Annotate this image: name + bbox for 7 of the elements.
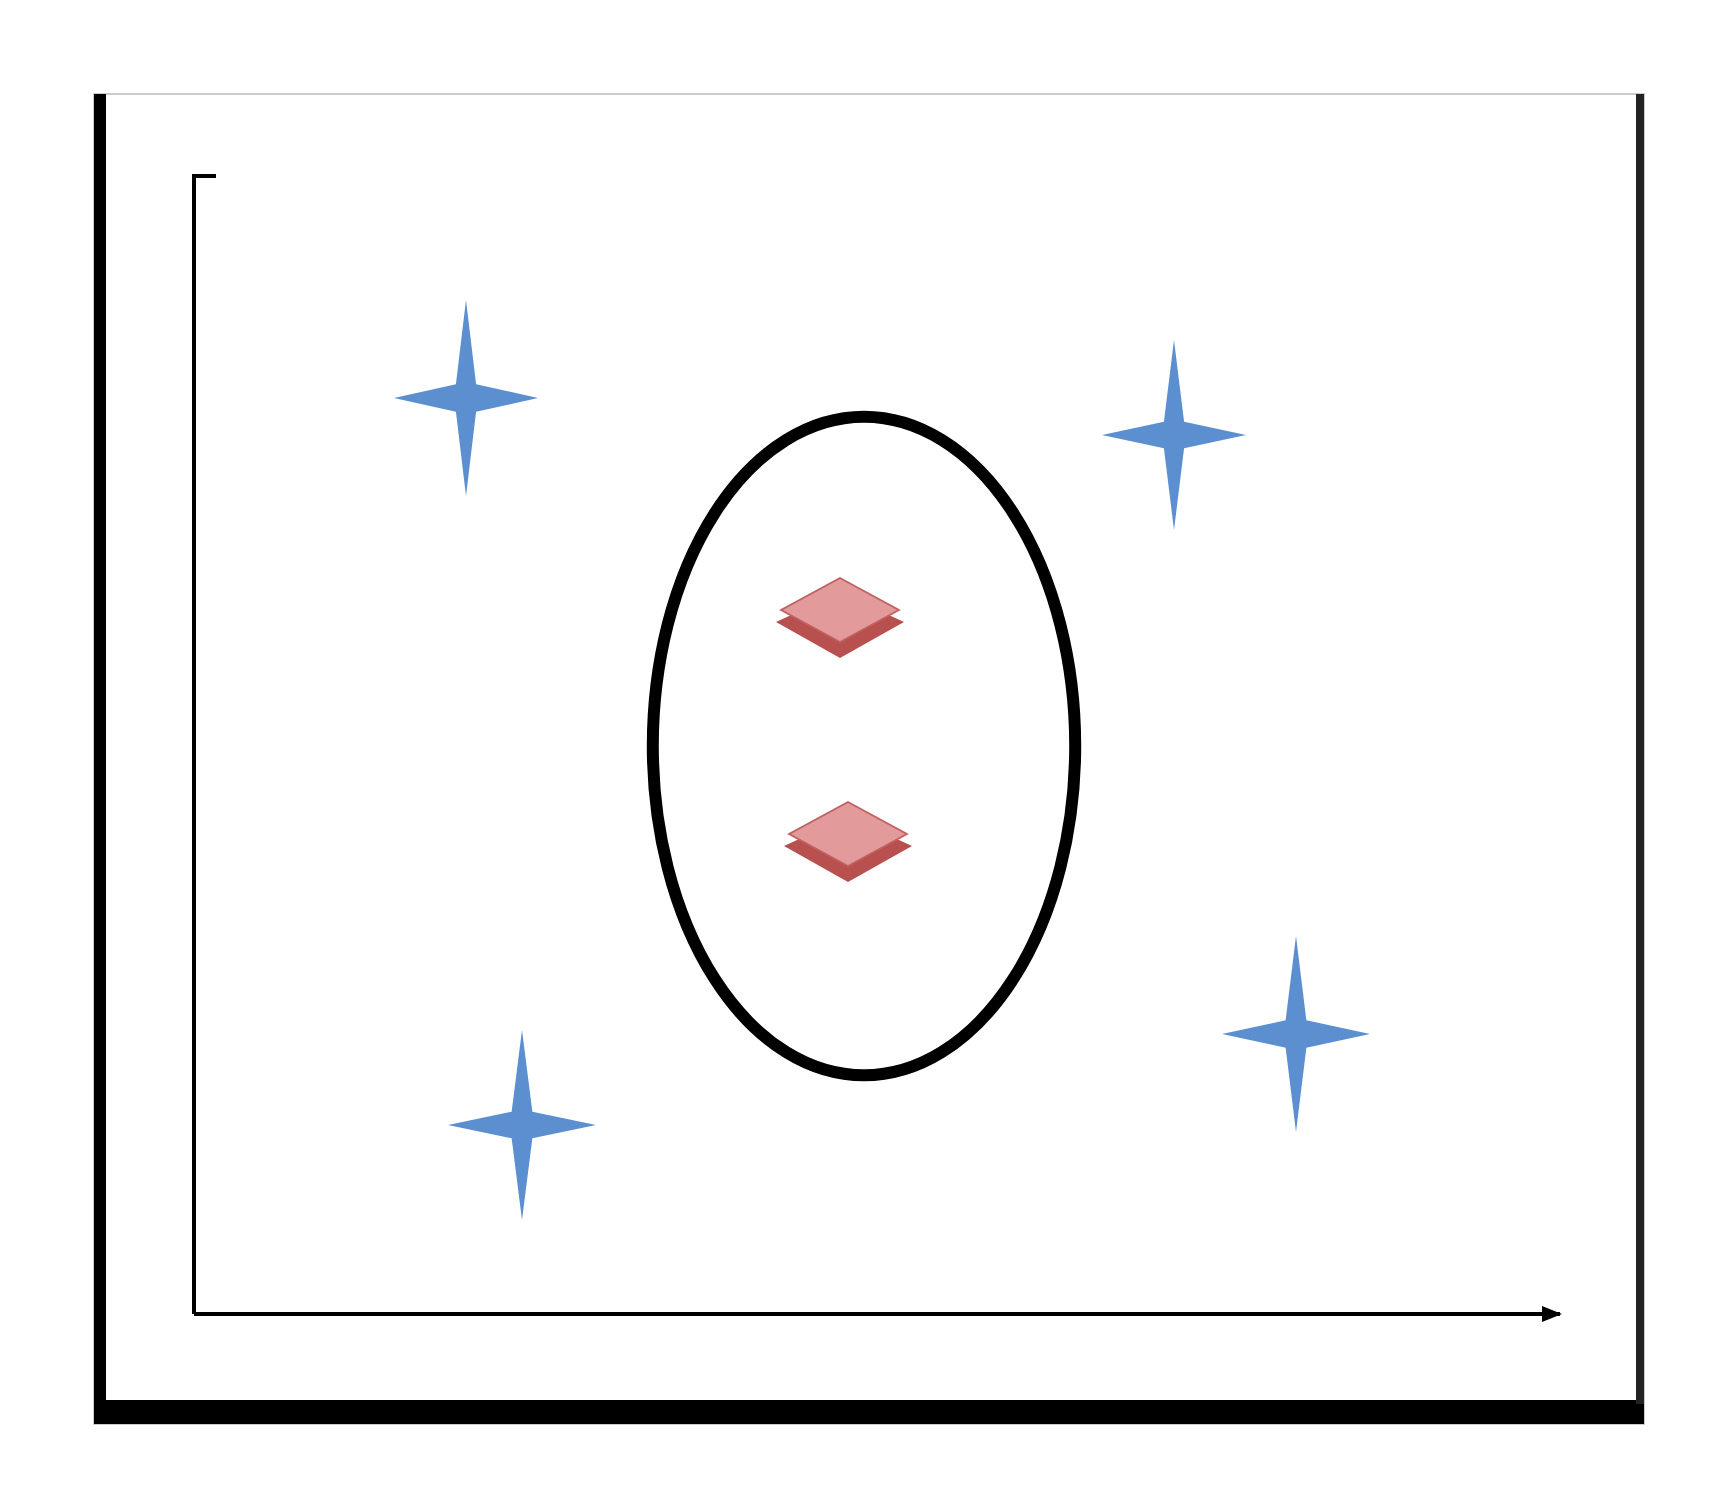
diamond-marker <box>776 578 904 658</box>
star-marker <box>394 300 538 496</box>
ellipse-marker <box>644 410 1084 1082</box>
star-marker <box>1102 340 1246 530</box>
diamond-marker <box>784 802 912 882</box>
star-marker <box>1222 936 1370 1132</box>
star-marker <box>448 1030 596 1220</box>
